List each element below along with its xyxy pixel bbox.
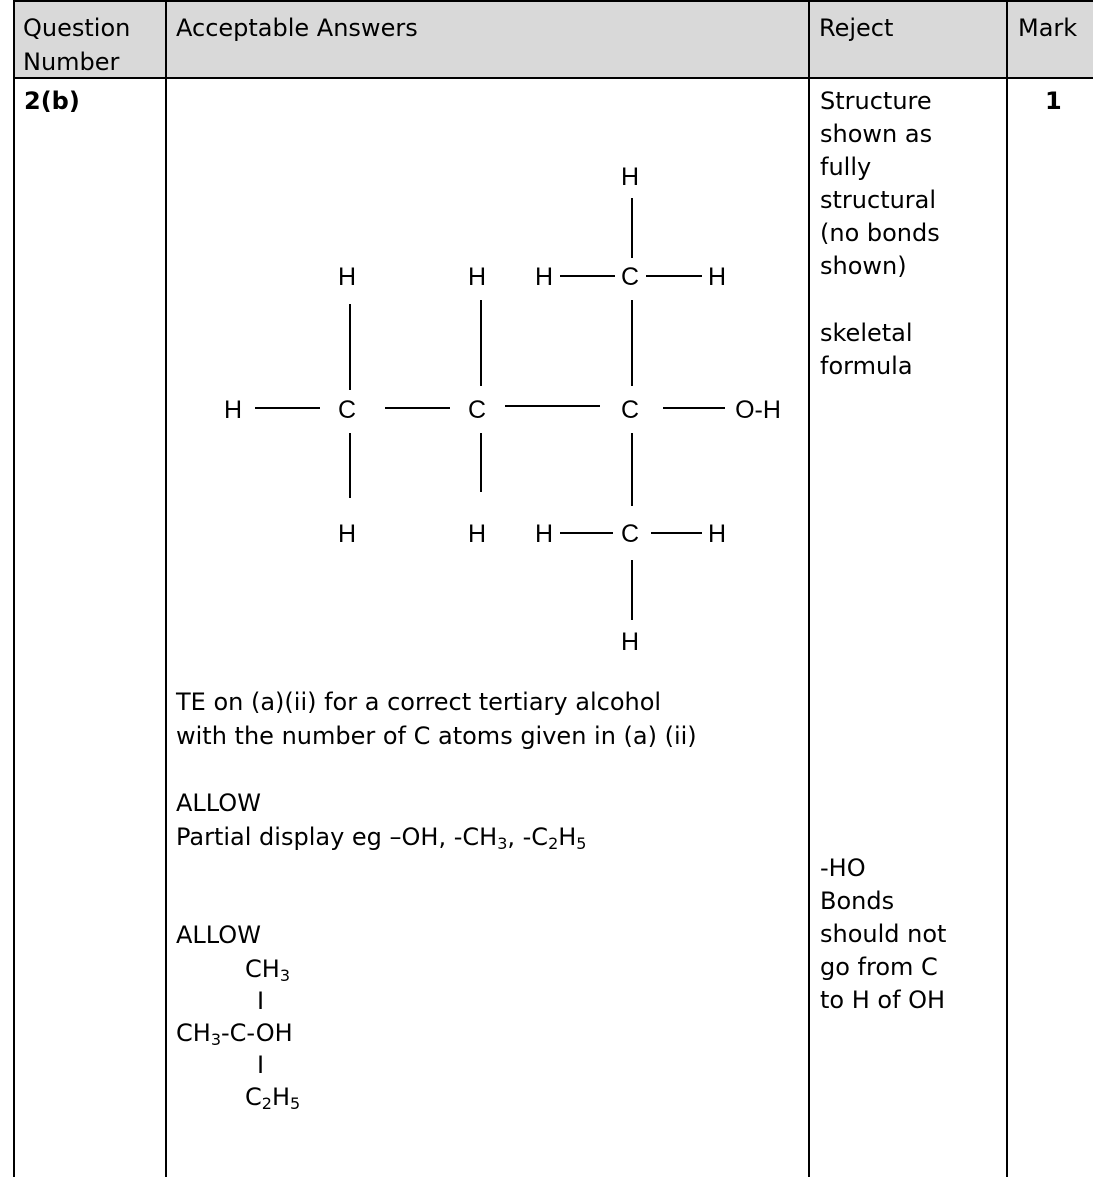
bonds [255,198,725,620]
reject-line: should not [820,920,947,948]
partial-display-h: H [558,823,577,851]
atom-h: H [468,520,486,548]
reject-line: fully [820,153,872,181]
atom-c: C [468,396,486,424]
subscript: 2 [548,834,559,853]
reject-line: Bonds [820,887,895,915]
col-divider-2 [808,0,810,1177]
condensed-middle-ch: CH [176,1019,211,1047]
subscript: 3 [279,966,290,985]
reject-line: Structure [820,87,932,115]
atom-oh: O-H [735,396,781,424]
reject-line: to H of OH [820,986,946,1014]
atom-h: H [621,628,639,656]
displayed-formula-diagram: H H H H C H H C C C O-H H H H C H H [224,163,781,656]
subscript: 3 [497,834,508,853]
header-question-number: Question Number [13,0,166,78]
subscript: 5 [576,834,587,853]
header-question-number-line1: Question [23,14,131,42]
reject-line: structural [820,186,937,214]
condensed-bottom: C2H5 [245,1080,300,1114]
allow-label-1: ALLOW [176,789,261,817]
subscript: 2 [261,1094,272,1113]
mark-value: 1 [1045,87,1062,115]
reject-line: skeletal [820,319,913,347]
condensed-bottom-c: C [245,1083,262,1111]
partial-display-prefix: Partial display eg –OH, -CH [176,823,498,851]
condensed-bar-top: I [257,987,265,1015]
reject-line: go from C [820,953,938,981]
partial-display-mid: , -C [507,823,549,851]
reject-line: shown) [820,252,907,280]
subscript: 3 [210,1030,221,1049]
atom-h: H [338,520,356,548]
reject-structure-text: Structure shown as fully structural (no … [820,85,940,283]
question-number: 2(b) [24,87,80,115]
atom-h: H [338,263,356,291]
condensed-middle: CH3-C-OH [176,1016,293,1050]
atom-c: C [621,263,639,291]
subscript: 5 [290,1094,301,1113]
atom-h: H [224,396,242,424]
header-reject: Reject [809,0,1007,78]
header-acceptable-answers: Acceptable Answers [166,0,809,78]
reject-line: formula [820,352,913,380]
reject-skeletal-text: skeletal formula [820,317,913,383]
left-border [13,0,15,1177]
condensed-bottom-h: H [271,1083,290,1111]
condensed-bar-bottom: I [257,1051,265,1079]
atom-h: H [621,163,639,191]
te-line-1: TE on (a)(ii) for a correct tertiary alc… [176,688,662,716]
col-divider-3 [1006,0,1008,1177]
atom-h: H [468,263,486,291]
header-mark: Mark [1007,0,1093,78]
atom-c: C [338,396,356,424]
atom-c: C [621,396,639,424]
atom-h: H [535,263,553,291]
allow-label-2: ALLOW [176,921,261,949]
header-bottom-border [13,77,1093,79]
te-line-2: with the number of C atoms given in (a) … [176,722,697,750]
atom-h: H [708,263,726,291]
atom-h: H [535,520,553,548]
reject-line: shown as [820,120,933,148]
reject-line: -HO [820,854,866,882]
partial-display-text: Partial display eg –OH, -CH3, -C2H5 [176,820,586,854]
condensed-top: CH3 [245,952,290,986]
atom-c: C [621,520,639,548]
table-top-border [13,0,1093,2]
col-divider-1 [165,0,167,1177]
header-question-number-line2: Number [23,48,120,76]
atom-h: H [708,520,726,548]
reject-ho-text: -HO Bonds should not go from C to H of O… [820,852,946,1017]
reject-line: (no bonds [820,219,940,247]
condensed-middle-rest: -C-OH [221,1019,293,1047]
condensed-top-ch: CH [245,955,280,983]
